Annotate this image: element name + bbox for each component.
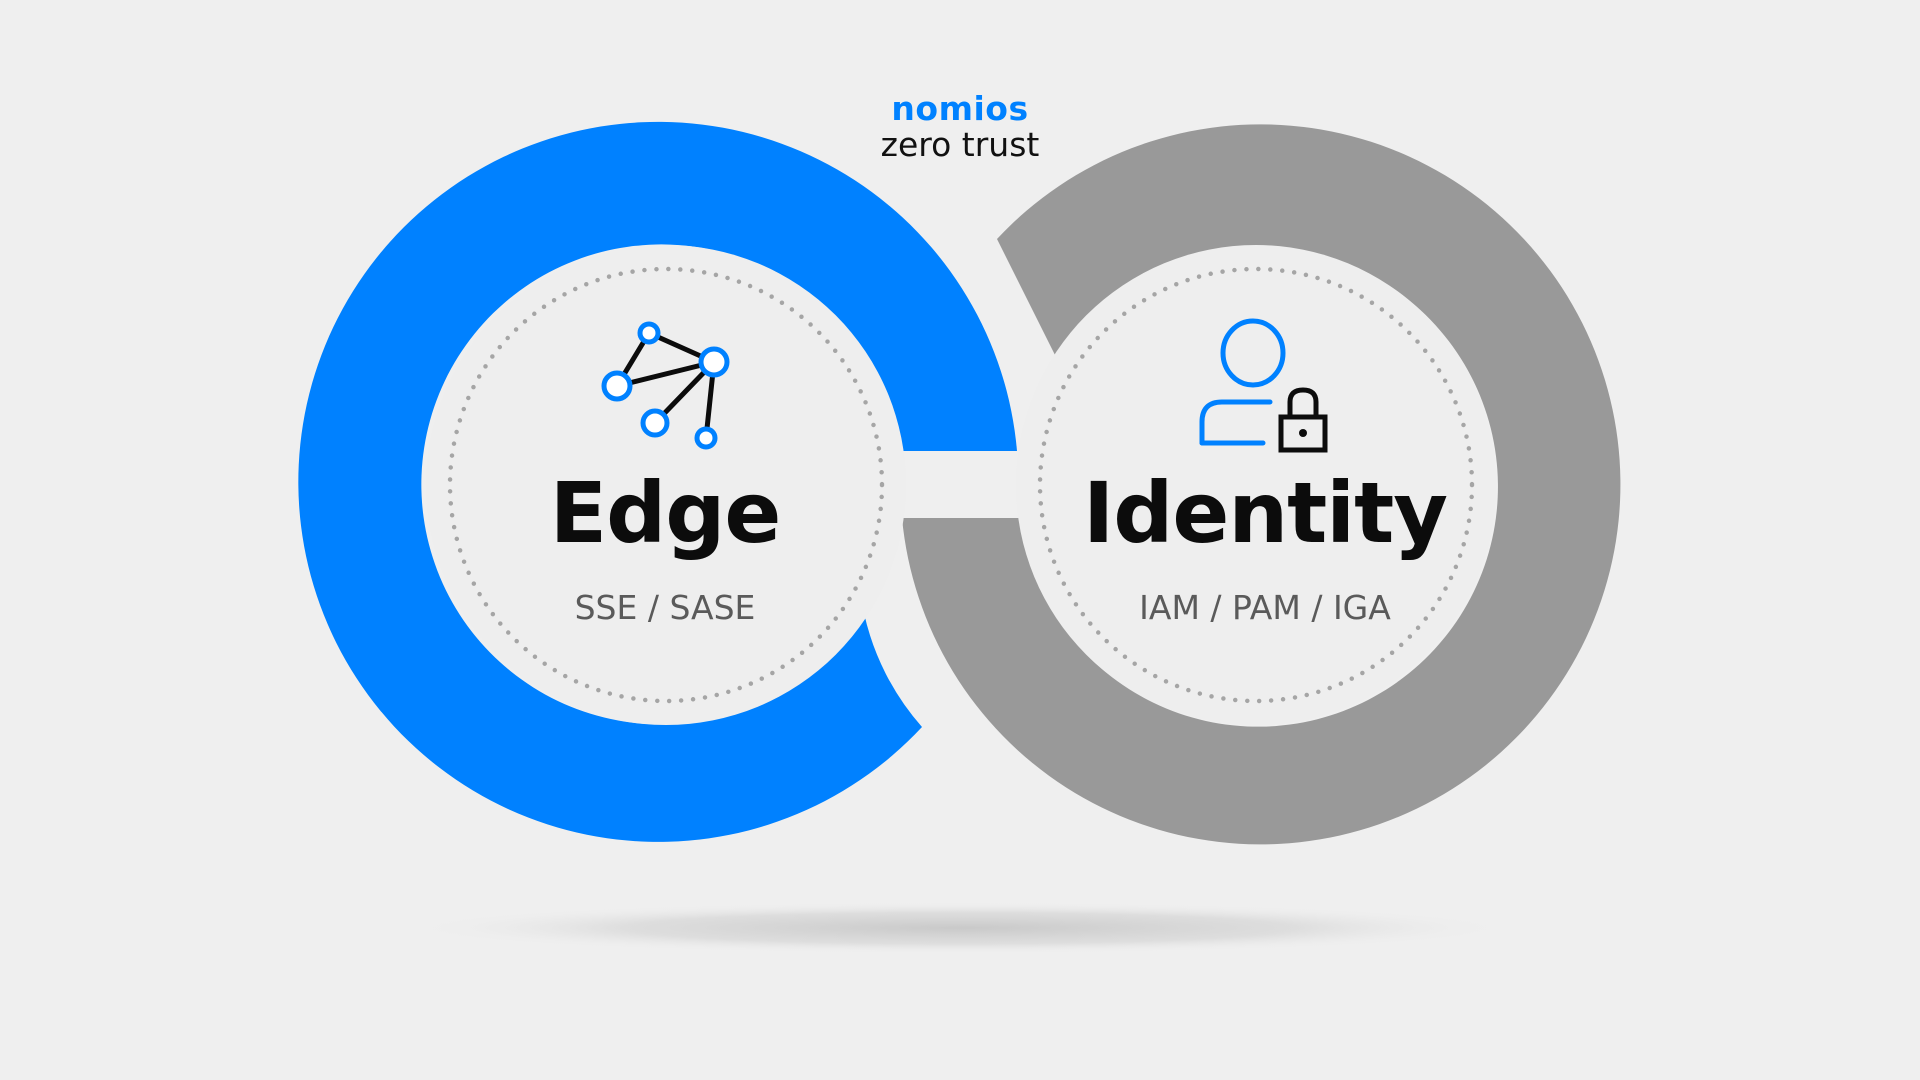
edge-inner-disk xyxy=(426,245,906,725)
edge-ring xyxy=(298,121,1017,842)
floor-shadow xyxy=(405,902,1515,954)
brand-logo: nomios zero trust xyxy=(860,92,1060,161)
identity-label: Identity IAM / PAM / IGA xyxy=(1065,471,1465,624)
brand-tagline: zero trust xyxy=(880,125,1040,164)
edge-dotted-ring xyxy=(447,266,885,704)
edge-label: Edge SSE / SASE xyxy=(465,471,865,624)
identity-dotted-ring xyxy=(1037,266,1475,704)
user-lock-icon xyxy=(1199,318,1328,453)
network-nodes-icon xyxy=(601,321,730,450)
identity-ring xyxy=(902,124,1621,845)
identity-inner-disk xyxy=(1016,245,1496,725)
edge-title: Edge xyxy=(549,464,782,562)
brand-name: nomios xyxy=(891,89,1029,128)
identity-title: Identity xyxy=(1082,464,1448,562)
identity-subtitle: IAM / PAM / IGA xyxy=(1139,588,1391,627)
edge-subtitle: SSE / SASE xyxy=(574,588,756,627)
